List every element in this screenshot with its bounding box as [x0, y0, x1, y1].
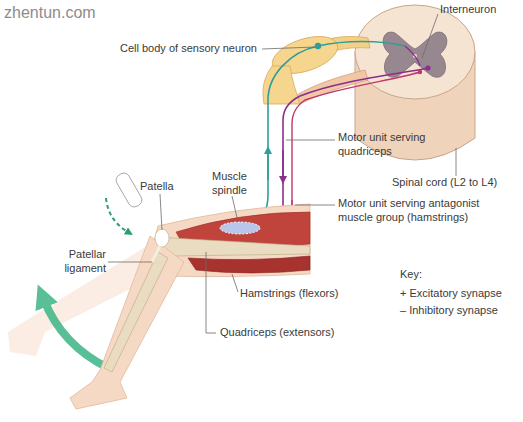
- spinal-cord-section: [355, 5, 475, 99]
- leader-line: [232, 196, 238, 222]
- part-label: Quadriceps (extensors): [220, 326, 334, 340]
- part-label: Motor unit serving antagonist muscle gro…: [338, 197, 500, 225]
- legend-entry: – Inhibitory synapse: [400, 304, 498, 318]
- interneuron: [405, 46, 420, 66]
- kick-arrow: [44, 300, 108, 368]
- part-label: Spinal cord (L2 to L4): [392, 176, 497, 190]
- leader-line: [160, 194, 162, 230]
- part-label: Muscle spindle: [212, 170, 262, 198]
- leader-line: [232, 274, 238, 292]
- motor-arrow: [282, 150, 284, 180]
- motor-cell-body: [425, 65, 430, 70]
- leader-lines: [108, 14, 456, 333]
- leader-line: [286, 140, 335, 141]
- leader-line: [295, 205, 335, 206]
- sensory-cell-body: [315, 43, 321, 49]
- muscle-spindle: [220, 222, 260, 234]
- part-label: Motor unit serving quadriceps: [338, 131, 438, 159]
- femur: [160, 238, 310, 257]
- tap-arrow: [106, 198, 128, 232]
- leader-line: [456, 148, 457, 176]
- reflex-hammer: [114, 171, 144, 209]
- legend-text: – Inhibitory synapse: [400, 304, 498, 316]
- part-label: Hamstrings (flexors): [240, 287, 338, 301]
- leader-line: [108, 262, 152, 263]
- part-label: Cell body of sensory neuron: [120, 42, 257, 56]
- tibia: [104, 252, 168, 372]
- patellar-ligament: [152, 246, 160, 262]
- watermark: zhentun.com: [4, 3, 96, 23]
- part-label: Patella: [140, 180, 174, 194]
- legend-entry: + Excitatory synapse: [400, 287, 502, 301]
- legend-text: + Excitatory synapse: [400, 287, 502, 299]
- part-label: Interneuron: [440, 3, 496, 17]
- leader-line: [422, 14, 438, 58]
- sensory-arrow: [267, 150, 269, 180]
- leader-line: [206, 252, 216, 333]
- patella-bone: [155, 229, 169, 247]
- part-label: Patellar ligament: [46, 248, 106, 276]
- part-label: Key:: [400, 268, 422, 282]
- leader-line: [262, 47, 315, 49]
- motor-cell-body: [418, 70, 422, 74]
- ventral-root: [295, 70, 368, 104]
- spinal-nerve: [263, 29, 370, 104]
